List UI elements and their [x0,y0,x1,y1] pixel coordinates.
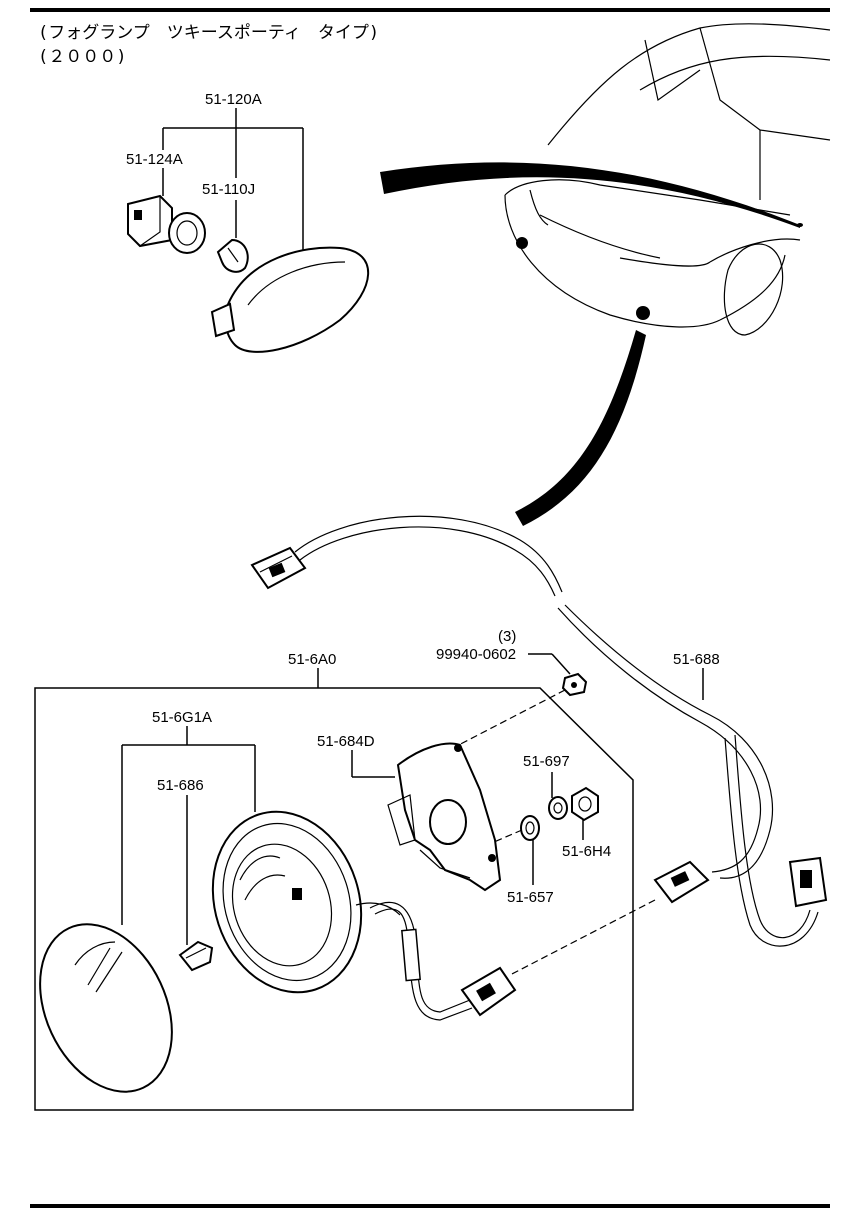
fog-lamp-housing [211,810,401,994]
label-51-124A: 51-124A [126,151,183,168]
side-marker-lens [210,246,370,353]
label-51-697: 51-697 [523,753,570,770]
harness-connector-end [788,856,828,908]
nut-99940-0602 [561,672,588,697]
side-marker-assembly [127,108,370,353]
label-51-6A0: 51-6A0 [288,651,336,668]
harness-connector-lower [653,860,710,904]
harness-connector-upper [250,546,307,590]
label-51-688: 51-688 [673,651,720,668]
fog-lamp-lens-51-6G1A [39,923,173,1093]
label-51-686: 51-686 [157,777,204,794]
fog-lamp-pigtail [369,901,517,1021]
label-qty-3: (3) [498,628,516,645]
label-99940-0602: 99940-0602 [436,646,516,663]
bracket-51-684D [387,742,502,892]
fog-lamp-assembly-box [34,668,634,1111]
callout-arrow-upper [380,162,800,228]
diagram-subtitle: (２０００) [38,47,127,67]
socket-51-124A [127,194,206,254]
harness-51-688 [250,515,828,947]
washer-51-657 [520,815,540,841]
bulb-51-110J [216,238,249,273]
label-51-657: 51-657 [507,889,554,906]
fog-bulb-51-686 [178,940,214,972]
bottom-rule [30,1204,830,1208]
nut-51-6H4 [571,786,599,822]
label-51-110J: 51-110J [202,181,255,198]
label-51-6G1A: 51-6G1A [152,709,212,726]
label-51-684D: 51-684D [317,733,375,750]
top-rule [30,8,830,12]
diagram-title: (フォグランプ ツキースポーティ タイプ) [38,23,380,43]
washer-51-697 [548,796,568,820]
label-51-120A: 51-120A [205,91,262,108]
label-51-6H4: 51-6H4 [562,843,611,860]
car-front-illustration [504,23,831,336]
callout-arrow-lower [515,330,646,526]
